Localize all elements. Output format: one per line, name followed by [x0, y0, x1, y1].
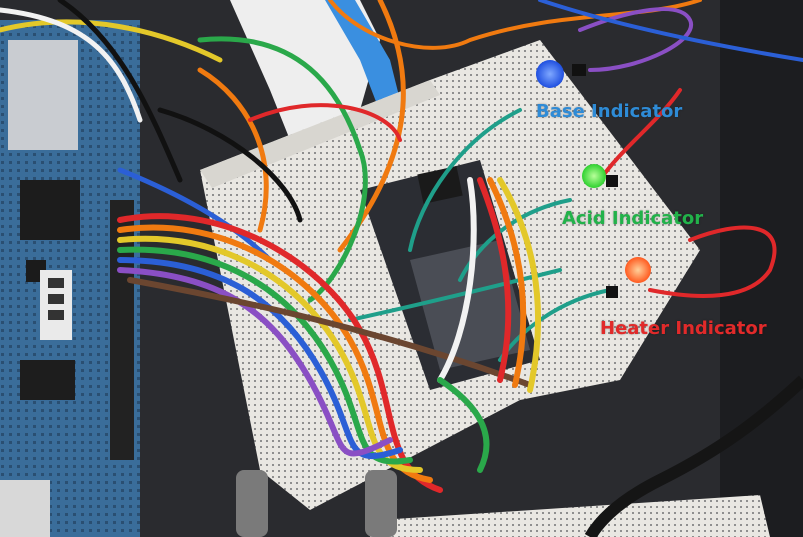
wires	[0, 0, 803, 362]
led-heater-glow	[625, 257, 651, 283]
base-indicator-label: Base Indicator	[536, 101, 683, 122]
acid-indicator-label: Acid Indicator	[562, 208, 704, 229]
led-acid	[582, 164, 618, 188]
led-base	[536, 60, 586, 88]
potentiometer-knobs	[236, 470, 397, 537]
led-acid-glow	[582, 164, 606, 188]
table-right-edge	[720, 0, 803, 537]
usb-cable	[325, 0, 405, 125]
black-cable	[584, 375, 803, 537]
heater-indicator-label: Heater Indicator	[600, 318, 767, 339]
led-base-glow	[536, 60, 564, 88]
jumper-ribbon	[117, 177, 542, 493]
breadboard-bottom	[370, 495, 770, 537]
led-heater	[606, 257, 651, 298]
fpga-board	[0, 20, 140, 537]
